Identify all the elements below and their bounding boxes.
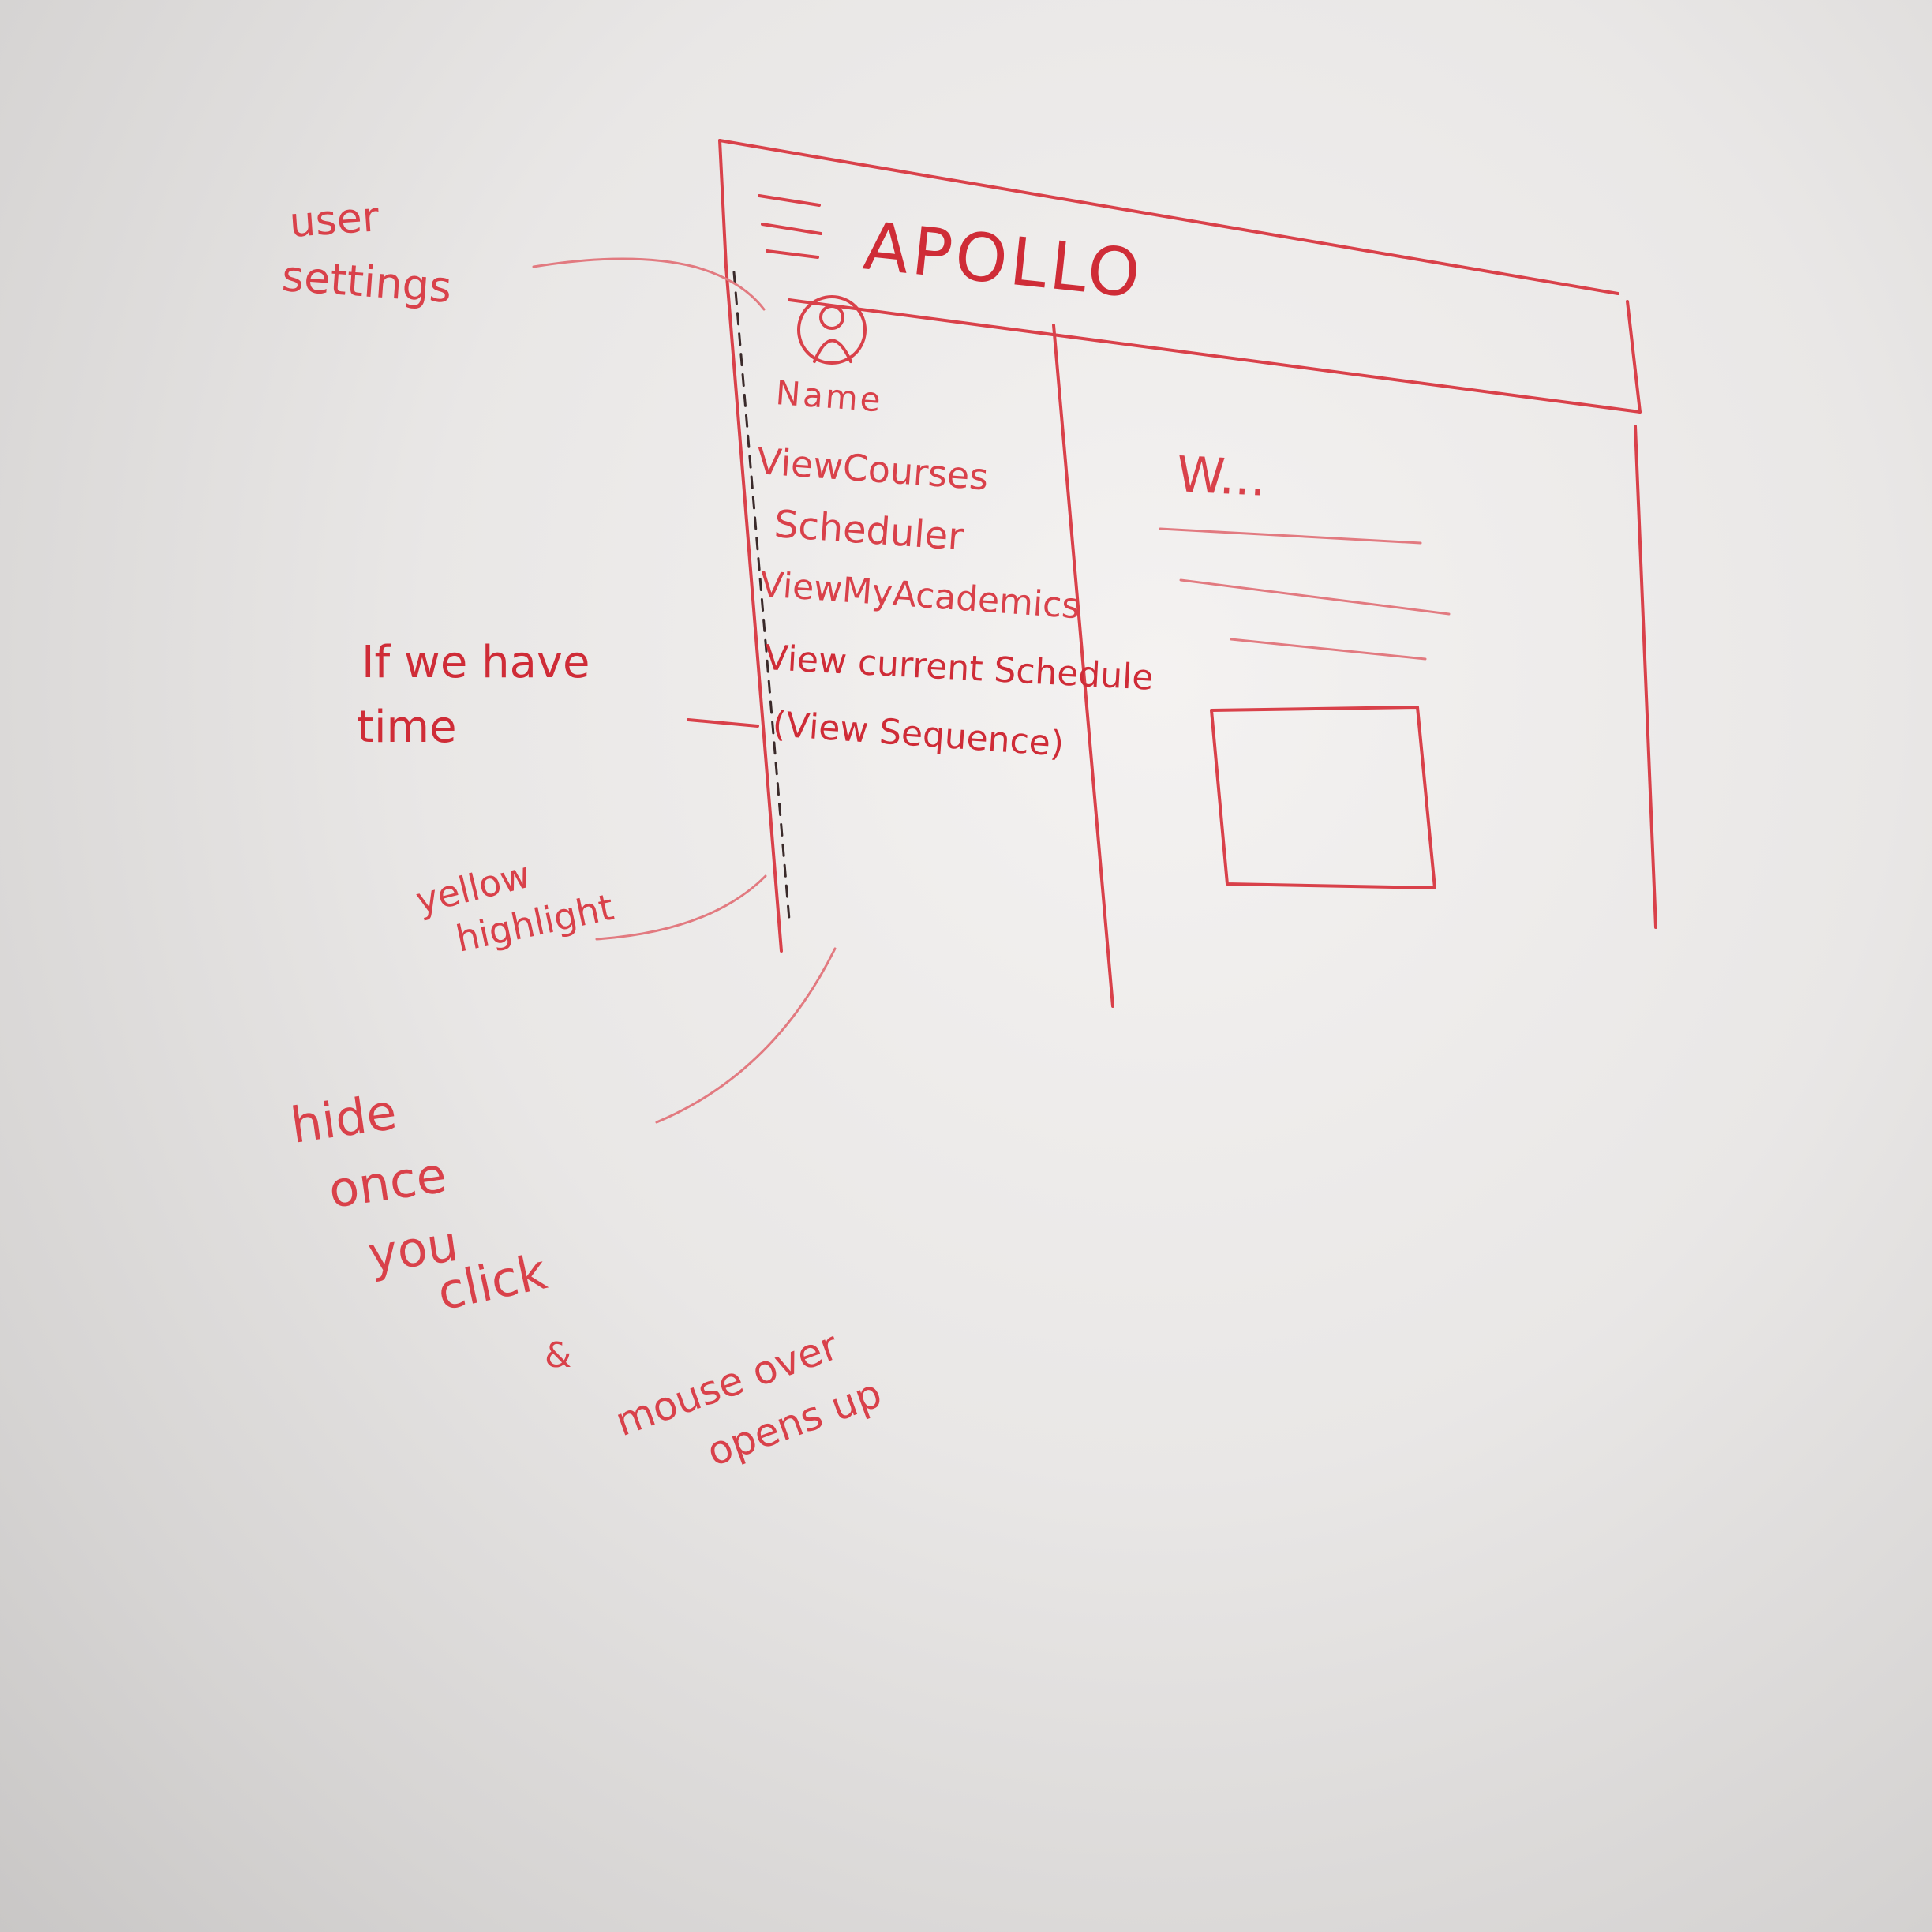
wireframe-window: APOLLO Name ViewCourses Scheduler ViewMy… bbox=[718, 139, 1657, 1008]
nav-item-view-my-academics[interactable]: ViewMyAcademics bbox=[758, 564, 1081, 627]
annotation-yellow-highlight: yellow highlight bbox=[412, 853, 767, 960]
sidebar-divider bbox=[1052, 324, 1114, 1008]
app-title: APOLLO bbox=[860, 207, 1147, 313]
nav-item-view-sequence[interactable]: (View Sequence) bbox=[771, 704, 1065, 765]
annotation-user-settings-line-2: settings bbox=[280, 251, 453, 313]
content-image-box bbox=[1210, 706, 1436, 889]
header-bar-top-edge bbox=[718, 139, 1619, 295]
content-heading: W... bbox=[1175, 445, 1267, 507]
annotation-ampersand: & bbox=[545, 1335, 571, 1376]
annotation-hide-line-1: hide bbox=[287, 1083, 400, 1155]
annotation-if-we-have-time-line-1: If we have bbox=[361, 637, 590, 688]
annotation-if-we-have-time-arrow bbox=[687, 718, 759, 728]
annotation-hide-line-2: once bbox=[325, 1146, 450, 1219]
header-bar-right-edge bbox=[1626, 300, 1642, 414]
annotation-hide-once-you-click: hide once you click bbox=[287, 947, 837, 1322]
content-area: W... bbox=[1159, 445, 1451, 889]
annotation-user-settings-line-1: user bbox=[288, 193, 381, 247]
annotation-user-settings: user settings bbox=[280, 193, 766, 313]
header-bar-left-edge bbox=[718, 139, 728, 268]
profile-name: Name bbox=[774, 373, 884, 419]
annotation-hide-line-3: you bbox=[365, 1215, 462, 1284]
annotation-hide-arrow bbox=[655, 947, 837, 1124]
user-avatar-icon[interactable] bbox=[797, 295, 867, 365]
sidebar-highlight-edge bbox=[732, 271, 791, 921]
content-line-2 bbox=[1179, 578, 1451, 616]
annotation-yellow-highlight-arrow bbox=[595, 874, 767, 941]
sidebar-left-edge bbox=[724, 265, 783, 953]
content-line-1 bbox=[1159, 527, 1422, 545]
annotation-mouse-over: & mouse over opens up bbox=[545, 1323, 887, 1476]
nav-item-scheduler[interactable]: Scheduler bbox=[773, 502, 965, 560]
content-line-3 bbox=[1230, 638, 1427, 661]
hamburger-menu-icon[interactable] bbox=[758, 194, 822, 259]
sidebar-nav: ViewCourses Scheduler ViewMyAcademics Vi… bbox=[755, 440, 1154, 765]
annotation-if-we-have-time-line-2: time bbox=[357, 702, 457, 753]
annotation-if-we-have-time: If we have time bbox=[357, 637, 759, 753]
nav-item-view-current-schedule[interactable]: View current Schedule bbox=[763, 638, 1154, 698]
annotation-user-settings-arrow bbox=[532, 257, 766, 311]
window-right-edge bbox=[1634, 425, 1657, 929]
header-bar-bottom-edge bbox=[788, 298, 1642, 414]
nav-item-view-courses[interactable]: ViewCourses bbox=[755, 440, 990, 498]
